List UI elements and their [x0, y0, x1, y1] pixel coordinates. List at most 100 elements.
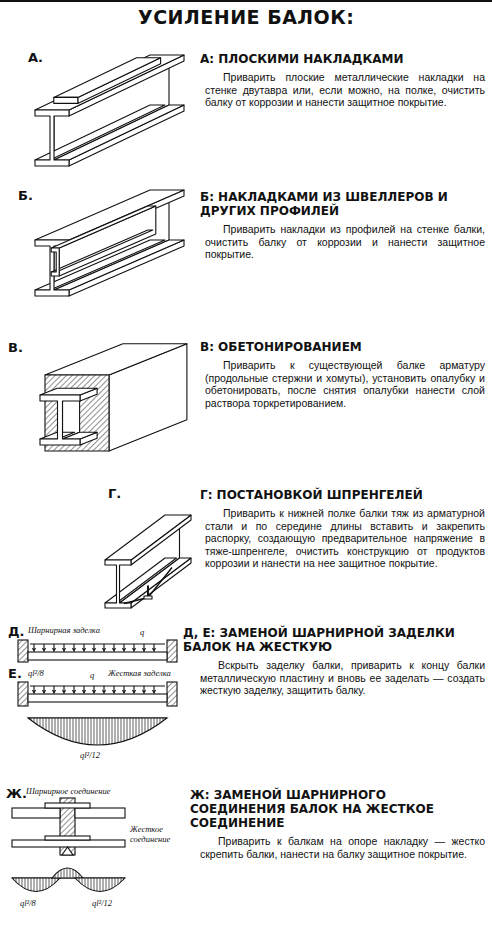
load-arrow: [43, 644, 44, 650]
load-arrow: [43, 686, 44, 692]
i-beam: [105, 515, 191, 608]
tie-rod: [124, 568, 172, 604]
section-letter: Г.: [108, 486, 138, 501]
i-beam: [35, 190, 184, 296]
load-arrow: [103, 648, 106, 651]
section-letter: В.: [8, 340, 38, 355]
section-text: Приварить плоские металлические накладки…: [205, 71, 485, 109]
load-arrow: [53, 690, 56, 693]
beam-section: [105, 560, 131, 608]
channel-plate: [51, 206, 156, 276]
load-arrow: [133, 648, 136, 651]
section-heading: Б: НАКЛАДКАМИ ИЗ ШВЕЛЛЕРОВ И ДРУГИХ ПРОФ…: [200, 190, 485, 218]
load-arrow: [123, 690, 126, 693]
load-arrow: [93, 690, 96, 693]
diagram-label: ql²/8: [28, 668, 68, 678]
load-arrow: [133, 690, 136, 693]
section-heading: Ж: ЗАМЕНОЙ ШАРНИРНОГО СОЕДИНЕНИЯ БАЛОК Н…: [190, 788, 485, 830]
diagram-label: Жесткая заделка: [108, 668, 183, 678]
section-text: Приварить накладки из профилей на стенке…: [205, 223, 485, 261]
load-arrow: [33, 648, 36, 651]
load-arrow: [93, 686, 94, 692]
load-arrow: [103, 644, 104, 650]
section-text: Вскрыть заделку балки, приварить к концу…: [200, 659, 485, 697]
load-arrow: [123, 686, 124, 692]
fixed-beam-diagram: [18, 682, 177, 745]
load-arrow: [33, 644, 34, 650]
section-text: Приварить к балкам на опоре накладку — ж…: [200, 835, 485, 860]
load-arrow: [143, 690, 146, 693]
section-letter: Ж.: [6, 786, 26, 801]
section-text: Приварить к существующей балке арматуру …: [205, 359, 485, 409]
beam-face: [105, 515, 191, 560]
beam-section: [54, 97, 78, 103]
load-arrow: [33, 686, 34, 692]
joint-diagram: [12, 798, 125, 892]
load-arrow: [143, 644, 144, 650]
load-arrow: [113, 686, 114, 692]
load-arrow: [63, 686, 64, 692]
load-arrow: [93, 648, 96, 651]
load-arrow: [33, 690, 36, 693]
i-beam: [40, 388, 97, 445]
load-arrow: [83, 686, 84, 692]
load-arrow: [43, 648, 46, 651]
load-arrow: [153, 644, 154, 650]
section-letter: Д.: [8, 624, 28, 639]
load-arrow: [153, 686, 154, 692]
load-arrow: [83, 690, 86, 693]
load-arrow: [103, 686, 104, 692]
load-arrow: [103, 690, 106, 693]
load-arrow: [83, 644, 84, 650]
section-letter: Б.: [18, 188, 48, 203]
load-arrow: [63, 644, 64, 650]
load-arrow: [43, 690, 46, 693]
diagram-label: Шарнирное соединение: [26, 786, 136, 796]
load-arrow: [83, 648, 86, 651]
load-arrow: [73, 686, 74, 692]
strut-plate: [144, 596, 152, 599]
section-heading: Г: ПОСТАНОВКОЙ ШПРЕНГЕЛЕЙ: [200, 488, 485, 502]
section-heading: Д, Е: ЗАМЕНОЙ ШАРНИРНОЙ ЗАДЕЛКИ БАЛОК НА…: [183, 626, 483, 654]
load-arrow: [53, 644, 54, 650]
load-arrow: [153, 648, 156, 651]
load-arrow: [73, 648, 76, 651]
load-arrow: [53, 686, 54, 692]
section-letter: А.: [28, 50, 58, 65]
load-arrow: [133, 644, 134, 650]
beam-face: [51, 206, 156, 248]
diagram-label: ql²/8: [20, 898, 60, 908]
load-arrow: [123, 648, 126, 651]
load-arrow: [73, 644, 74, 650]
beam-face: [51, 230, 153, 272]
beam-face: [54, 58, 161, 98]
load-arrow: [143, 648, 146, 651]
diagram-label: ql²/12: [92, 898, 132, 908]
load-arrow: [113, 648, 116, 651]
beam-face: [54, 105, 184, 160]
page-title: УСИЛЕНИЕ БАЛОК:: [138, 6, 354, 28]
diagram-label: Жесткое соединение: [130, 824, 182, 844]
load-arrow: [93, 644, 94, 650]
top-rule: [0, 0, 492, 2]
beam-face: [40, 388, 97, 395]
section-heading: А: ПЛОСКИМИ НАКЛАДКАМИ: [200, 52, 485, 66]
load-arrow: [123, 644, 124, 650]
beam-drawings: [35, 55, 191, 608]
load-arrow: [133, 686, 134, 692]
load-arrow: [73, 690, 76, 693]
diagram-label: q: [90, 670, 102, 680]
diagram-label: ql²/12: [80, 750, 120, 760]
load-arrow: [143, 686, 144, 692]
load-arrow: [113, 644, 114, 650]
diagram-label: q: [140, 627, 152, 637]
beam-section: [40, 395, 80, 445]
beam-face: [45, 344, 187, 375]
beam-section: [51, 248, 59, 276]
diagram-label: Шарнирная заделка: [28, 625, 128, 635]
load-arrow: [113, 690, 116, 693]
beam-face: [35, 55, 184, 110]
hinged-beam-diagram: [18, 640, 177, 662]
load-arrow: [153, 690, 156, 693]
